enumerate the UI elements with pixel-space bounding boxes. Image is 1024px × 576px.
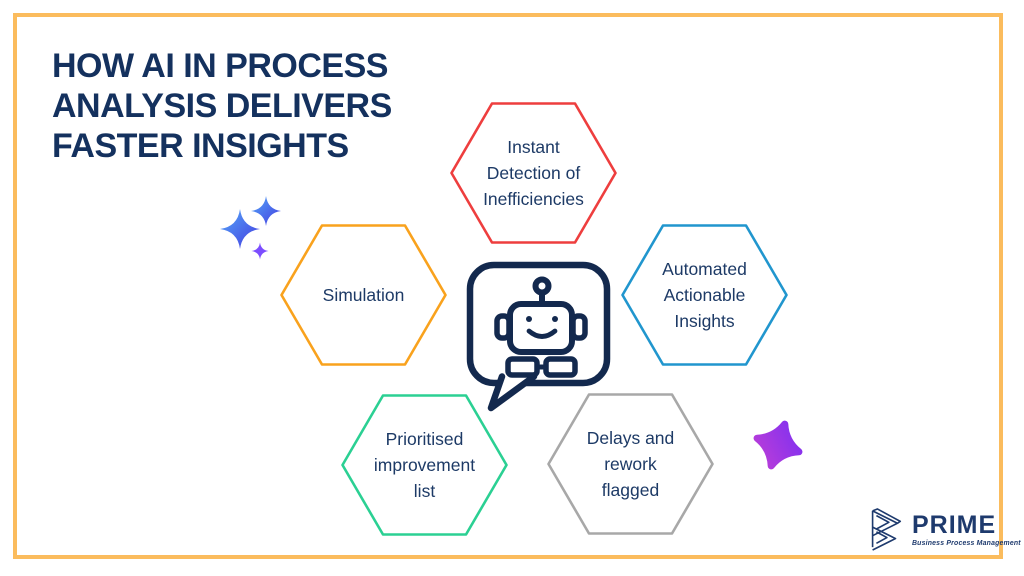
hexagon-label: Automated Actionable Insights bbox=[662, 259, 747, 331]
hexagon-automated-insights: Automated Actionable Insights bbox=[621, 224, 788, 366]
purple-star-blob-icon bbox=[753, 420, 803, 470]
hexagon-outline bbox=[623, 226, 787, 365]
hexagon-label: Delays and rework flagged bbox=[586, 428, 675, 500]
hexagon-delays-rework: Delays and rework flagged bbox=[547, 393, 714, 535]
hexagon-label: Prioritised improvement list bbox=[373, 429, 476, 501]
sparkle-stars-icon bbox=[220, 196, 281, 260]
hexagon-label: Simulation bbox=[322, 285, 405, 305]
hexagon-instant-detection: Instant Detection of Inefficiencies bbox=[450, 102, 617, 244]
logo-name: PRIME bbox=[912, 510, 997, 539]
hexagon-simulation: Simulation bbox=[280, 224, 447, 366]
hexagon-label: Instant Detection of Inefficiencies bbox=[483, 137, 584, 209]
title-line-3: FASTER INSIGHTS bbox=[52, 127, 349, 165]
hexagon-prioritised-list: Prioritised improvement list bbox=[341, 394, 508, 536]
chatbot-speech-bubble-icon bbox=[466, 261, 611, 412]
page-title: HOW AI IN PROCESS ANALYSIS DELIVERS FAST… bbox=[52, 46, 432, 166]
prime-logo: PRIME Business Process Management bbox=[864, 506, 1021, 552]
logo-tagline: Business Process Management bbox=[912, 539, 1021, 547]
title-line-1: HOW AI IN PROCESS bbox=[52, 47, 388, 85]
hexagon-outline bbox=[549, 395, 713, 534]
hexagon-outline bbox=[452, 104, 616, 243]
page-border-frame bbox=[13, 13, 1003, 559]
hexagon-outline bbox=[282, 226, 446, 365]
hexagon-outline bbox=[343, 396, 507, 535]
title-line-2: ANALYSIS DELIVERS bbox=[52, 87, 392, 125]
prime-logo-mark-icon bbox=[871, 508, 902, 551]
